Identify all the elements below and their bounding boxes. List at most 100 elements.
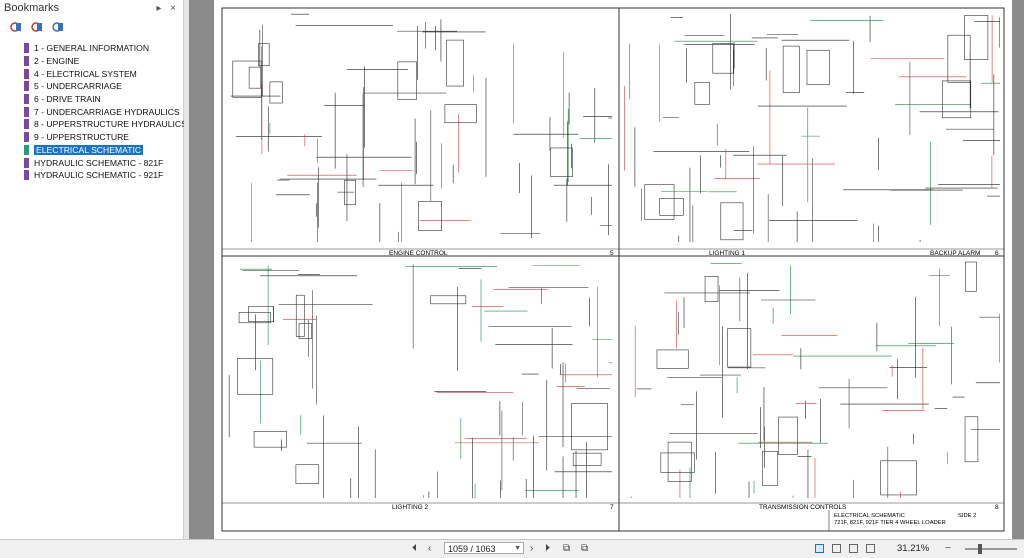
title-block-side: SIDE 2 bbox=[958, 513, 976, 519]
component-block bbox=[778, 416, 798, 455]
component-block bbox=[964, 15, 989, 60]
bookmark-item[interactable]: 6 - DRIVE TRAIN bbox=[0, 93, 183, 106]
component-block bbox=[418, 201, 442, 231]
component-block bbox=[720, 202, 744, 241]
component-block bbox=[344, 179, 356, 206]
bookmark-icon bbox=[24, 157, 29, 168]
component-block bbox=[430, 295, 467, 305]
component-block bbox=[806, 49, 830, 85]
component-block bbox=[232, 60, 262, 98]
component-block bbox=[727, 328, 752, 368]
component-block bbox=[572, 452, 602, 466]
component-block bbox=[238, 312, 271, 324]
bookmark-icon bbox=[24, 106, 29, 117]
page-number-value: 1059 / 1063 bbox=[448, 544, 496, 554]
bookmark-options-icon[interactable] bbox=[10, 21, 22, 33]
bookmark-item[interactable]: HYDRAULIC SCHEMATIC - 921F bbox=[0, 169, 183, 182]
quadrant-number-6: 6 bbox=[995, 250, 999, 257]
component-block bbox=[269, 81, 283, 104]
page-number-input[interactable]: 1059 / 1063 ▼ bbox=[444, 542, 524, 554]
component-block bbox=[550, 147, 573, 177]
component-block bbox=[298, 323, 312, 339]
bookmarks-header: Bookmarks ▸ × bbox=[0, 0, 183, 16]
zoom-slider[interactable] bbox=[965, 548, 1017, 550]
bookmark-icon bbox=[24, 170, 29, 181]
prev-arrow-icon[interactable]: ‹ bbox=[428, 543, 432, 554]
component-block bbox=[660, 452, 695, 473]
panel-controls[interactable]: ▸ × bbox=[156, 2, 179, 14]
quadrant-title-engine-control: ENGINE CONTROL bbox=[389, 250, 448, 257]
sidebar-collapse-bar[interactable] bbox=[184, 0, 189, 539]
bookmark-toolbar bbox=[0, 16, 183, 38]
expand-bookmark-icon[interactable] bbox=[31, 21, 43, 33]
single-page-view-icon[interactable] bbox=[815, 544, 824, 553]
component-block bbox=[656, 349, 689, 369]
quadrant-title-transmission-controls: TRANSMISSION CONTROLS bbox=[759, 504, 847, 511]
component-block bbox=[947, 34, 971, 83]
component-block bbox=[295, 294, 305, 337]
zoom-level[interactable]: 31.21% bbox=[897, 543, 930, 554]
title-block-model: 721F, 821F, 921F TIER 4 WHEEL LOADER bbox=[834, 520, 946, 526]
quadrant-title-lighting-2: LIGHTING 2 bbox=[392, 504, 429, 511]
zoom-slider-thumb[interactable] bbox=[978, 544, 982, 554]
component-block bbox=[295, 464, 320, 484]
bookmark-label: 1 - GENERAL INFORMATION bbox=[34, 43, 150, 54]
bookmark-item[interactable]: HYDRAULIC SCHEMATIC - 821F bbox=[0, 156, 183, 169]
bookmark-icon bbox=[24, 56, 29, 67]
component-block bbox=[397, 61, 417, 100]
bookmark-item[interactable]: 7 - UNDERCARRIAGE HYDRAULICS bbox=[0, 105, 183, 118]
bookmark-icon bbox=[24, 43, 29, 54]
bookmark-item[interactable]: 2 - ENGINE bbox=[0, 55, 183, 68]
bookmark-item[interactable]: 5 - UNDERCARRIAGE bbox=[0, 80, 183, 93]
electrical-schematic: ENGINE CONTROL 5 LIGHTING 1 BACKUP ALARM… bbox=[221, 7, 1005, 532]
bookmark-label: 9 - UPPERSTRUCTURE bbox=[34, 132, 130, 143]
bookmark-label: 6 - DRIVE TRAIN bbox=[34, 94, 101, 105]
component-block bbox=[248, 66, 262, 89]
bookmark-label: 4 - ELECTRICAL SYSTEM bbox=[34, 68, 137, 79]
component-block bbox=[965, 261, 977, 292]
rotate-view-icon[interactable]: ⧉ bbox=[581, 543, 589, 554]
bookmark-item[interactable]: 9 - UPPERSTRUCTURE bbox=[0, 131, 183, 144]
component-block bbox=[248, 305, 274, 322]
bookmark-item[interactable]: ELECTRICAL SCHEMATIC bbox=[0, 144, 183, 157]
zoom-out-icon[interactable]: − bbox=[945, 543, 951, 554]
bookmark-icon bbox=[24, 132, 29, 143]
bookmark-item[interactable]: 8 - UPPERSTRUCTURE HYDRAULICS bbox=[0, 118, 187, 131]
page-dropdown-icon[interactable]: ▼ bbox=[514, 545, 521, 552]
component-block bbox=[704, 275, 719, 302]
two-page-view-icon[interactable] bbox=[849, 544, 858, 553]
status-bar: ⏴ ‹ 1059 / 1063 ▼ › ⏵ ⧉ ⧉ 31.21% − bbox=[0, 539, 1024, 558]
component-block bbox=[659, 198, 684, 216]
bookmark-item[interactable]: 1 - GENERAL INFORMATION bbox=[0, 42, 183, 55]
quadrant-number-7: 7 bbox=[610, 504, 614, 511]
bookmark-icon bbox=[24, 144, 29, 155]
find-bookmark-icon[interactable] bbox=[52, 21, 64, 33]
document-page: ENGINE CONTROL 5 LIGHTING 1 BACKUP ALARM… bbox=[214, 0, 1012, 539]
view-toggle-icon[interactable]: ⧉ bbox=[563, 543, 571, 554]
quadrant-number-5: 5 bbox=[610, 250, 614, 257]
component-block bbox=[964, 416, 979, 463]
component-block bbox=[667, 441, 692, 482]
component-block bbox=[444, 104, 477, 124]
title-block-name: ELECTRICAL SCHEMATIC bbox=[834, 513, 905, 519]
next-page-icon[interactable]: ⏵ bbox=[545, 543, 550, 554]
bookmark-label: HYDRAULIC SCHEMATIC - 921F bbox=[34, 170, 164, 181]
bookmarks-panel: Bookmarks ▸ × 1 - GENERAL INFORMATION 2 -… bbox=[0, 0, 187, 539]
prev-page-icon[interactable]: ⏴ bbox=[412, 543, 417, 554]
bookmark-label: 8 - UPPERSTRUCTURE HYDRAULICS bbox=[34, 119, 187, 130]
component-block bbox=[644, 184, 675, 220]
bookmark-label: 7 - UNDERCARRIAGE HYDRAULICS bbox=[34, 106, 180, 117]
bookmark-label: 2 - ENGINE bbox=[34, 56, 80, 67]
component-block bbox=[237, 358, 274, 395]
continuous-view-icon[interactable] bbox=[832, 544, 841, 553]
bookmark-label: 5 - UNDERCARRIAGE bbox=[34, 81, 122, 92]
bookmark-item[interactable]: 4 - ELECTRICAL SYSTEM bbox=[0, 67, 183, 80]
component-block bbox=[446, 39, 464, 87]
document-viewer[interactable]: ENGINE CONTROL 5 LIGHTING 1 BACKUP ALARM… bbox=[189, 0, 1024, 539]
two-page-scroll-view-icon[interactable] bbox=[866, 544, 875, 553]
quadrant-number-8: 8 bbox=[995, 504, 999, 511]
next-arrow-icon[interactable]: › bbox=[530, 543, 534, 554]
component-block bbox=[880, 460, 917, 496]
bookmark-label: HYDRAULIC SCHEMATIC - 821F bbox=[34, 157, 164, 168]
